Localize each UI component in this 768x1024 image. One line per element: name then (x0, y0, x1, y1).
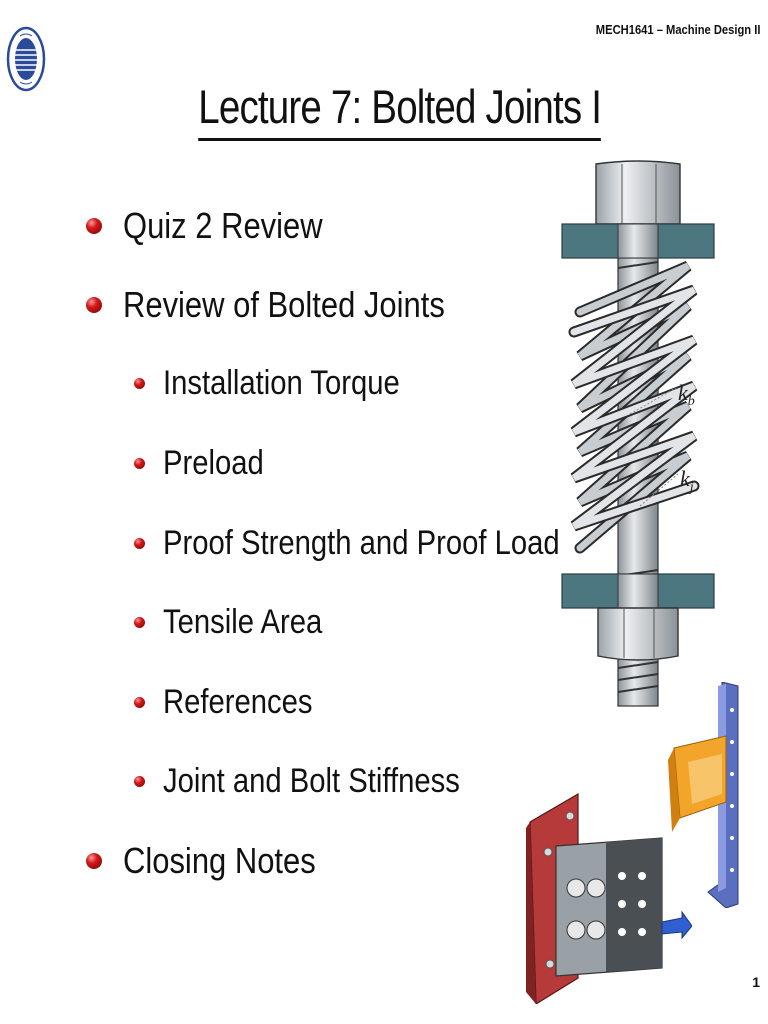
bullet-item: Review of Bolted Joints (86, 284, 497, 326)
bullet-icon (86, 218, 102, 234)
bullet-icon (134, 378, 145, 389)
bullet-icon (134, 776, 145, 787)
kj-label: kj (680, 466, 694, 495)
slide-title: Lecture 7: Bolted Joints I (0, 78, 768, 141)
bullet-icon (134, 697, 145, 708)
course-code: MECH1641 – Machine Design II (595, 22, 760, 37)
bullet-item: Quiz 2 Review (86, 205, 355, 247)
bullet-icon (134, 538, 145, 549)
page-number: 1 (752, 974, 760, 990)
kb-label: kb (678, 380, 695, 409)
bolt-spring-figure: kb kj (561, 160, 715, 707)
bullet-item: Joint and Bolt Stiffness (134, 762, 508, 801)
bullet-item: Preload (134, 444, 280, 483)
rack-connection-figure (668, 682, 739, 908)
bullet-item: Tensile Area (134, 603, 348, 642)
bullet-item: References (134, 683, 337, 722)
bullet-item: Closing Notes (86, 840, 347, 882)
bullet-icon (86, 853, 102, 869)
bullet-item: Proof Strength and Proof Load (134, 524, 624, 563)
college-logo (6, 26, 46, 92)
bolted-bracket-figure (526, 792, 692, 1004)
bullet-item: Installation Torque (134, 364, 438, 403)
bullet-icon (134, 458, 145, 469)
bullet-icon (134, 617, 145, 628)
bullet-icon (86, 297, 102, 313)
